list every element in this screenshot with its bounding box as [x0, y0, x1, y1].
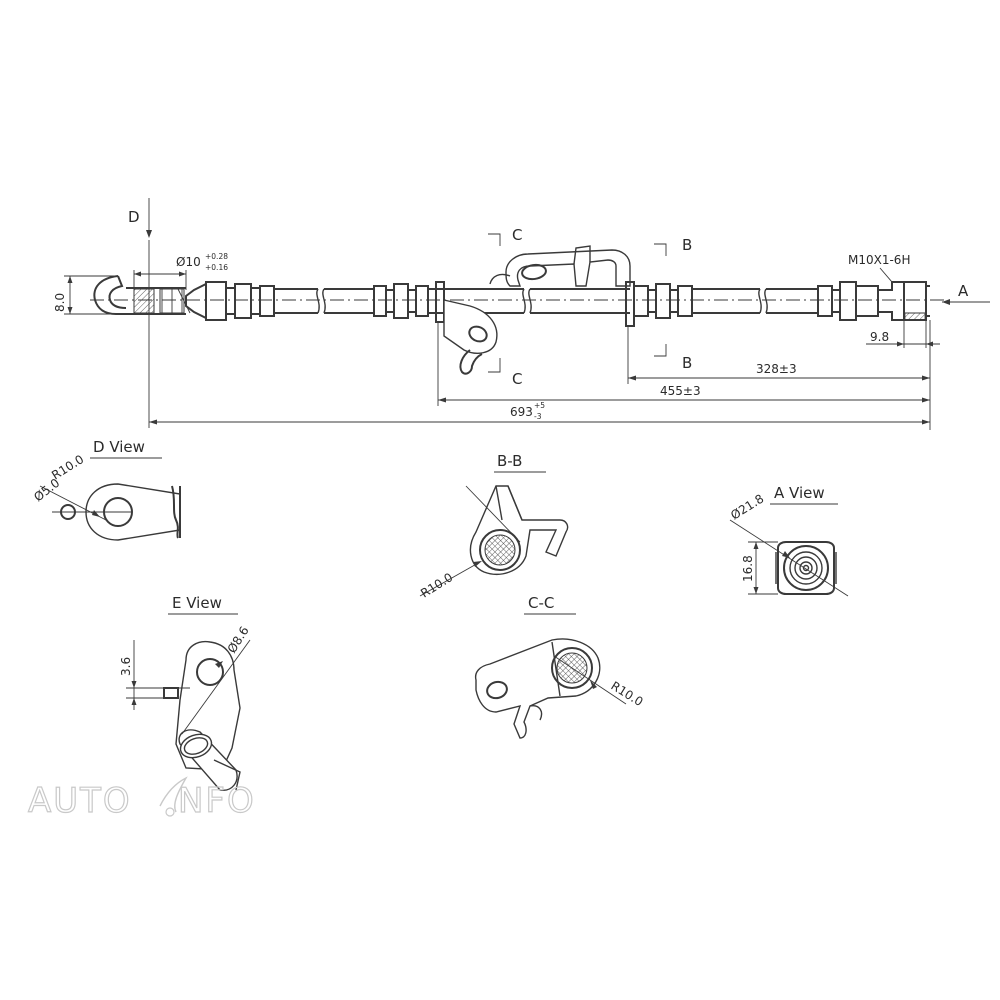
left-banjo-fitting	[93, 275, 191, 315]
c-marker-bottom: C	[512, 370, 522, 388]
d-view-detail: D View R10.0 Ø5.0	[31, 438, 181, 541]
main-hose-assembly: D C C B B A M10X1-6H	[53, 198, 990, 430]
d-view-marker: D	[128, 198, 152, 238]
dim-dia10-label: Ø10	[176, 255, 201, 269]
c-section-markers: C C	[488, 226, 522, 388]
b-section-r-label: R10.0	[418, 570, 455, 600]
b-marker-top: B	[682, 236, 692, 254]
dim-328-label: 328±3	[756, 362, 797, 376]
dim-height-8: 8.0	[53, 275, 118, 315]
dim-693: 693 +5 -3	[148, 240, 930, 428]
dim-693-label: 693	[510, 405, 533, 419]
a-marker-label: A	[958, 282, 969, 300]
b-b-section: B-B R10.0	[418, 452, 569, 601]
dim-455-label: 455±3	[660, 384, 701, 398]
c-c-section: C-C R10.0	[474, 594, 646, 739]
d-view-title: D View	[93, 438, 145, 456]
dim-9-8: 9.8	[866, 320, 940, 348]
thread-spec-label: M10X1-6H	[848, 253, 910, 267]
d-marker-label: D	[128, 208, 140, 226]
dim-693-upper: +5	[534, 401, 545, 410]
mid-ferrule-left	[373, 283, 630, 319]
dim-diameter-10: Ø10 +0.28 +0.16	[133, 252, 228, 290]
c-section-title: C-C	[528, 594, 554, 612]
a-view-h-label: 16.8	[741, 555, 755, 582]
right-end-fitting	[817, 281, 930, 321]
e-view-title: E View	[172, 594, 222, 612]
a-view-detail: A View Ø21.8 16.8	[728, 484, 849, 597]
autoinfo-watermark: AUTO NFO	[27, 776, 256, 822]
watermark-swoosh	[159, 776, 188, 813]
dim-dia10-upper: +0.28	[205, 252, 228, 261]
c-section-r-label: R10.0	[608, 679, 645, 709]
right-ferrule	[633, 283, 818, 319]
b-section-markers: B B	[654, 236, 692, 372]
watermark-left-text: AUTO	[28, 781, 132, 821]
watermark-right-text: NFO	[178, 781, 256, 821]
dim-455: 455±3	[437, 322, 930, 406]
dim-693-lower: -3	[534, 412, 542, 421]
a-view-dia-label: Ø21.8	[728, 492, 766, 523]
e-view-detail: E View 3.6 Ø8.6	[119, 594, 252, 791]
e-view-dia-label: Ø8.6	[225, 624, 252, 656]
a-view-title: A View	[774, 484, 825, 502]
hose-body	[274, 288, 374, 314]
bracket-c	[435, 281, 498, 375]
left-ferrule	[185, 281, 275, 321]
b-section-title: B-B	[497, 452, 522, 470]
a-view-marker: A	[942, 282, 990, 305]
dim-9-8-label: 9.8	[870, 330, 889, 344]
dim-328: 328±3	[627, 320, 931, 430]
b-marker-bottom: B	[682, 354, 692, 372]
dim-8-label: 8.0	[53, 293, 67, 312]
dim-dia10-lower: +0.16	[205, 263, 228, 272]
e-view-h-label: 3.6	[119, 657, 133, 676]
c-marker-top: C	[512, 226, 522, 244]
